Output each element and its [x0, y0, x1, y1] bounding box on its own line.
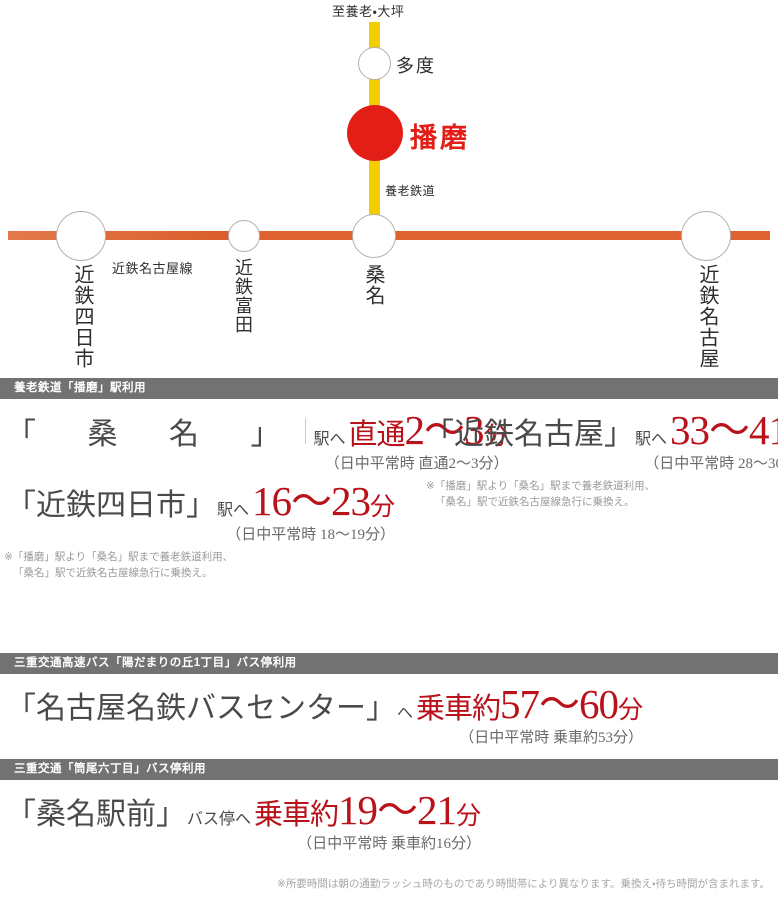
map-label-nagoya: 近鉄名古屋 — [696, 264, 718, 369]
to-label-nagoya: 駅へ — [635, 431, 668, 448]
map-label-yokkaichi: 近鉄四日市 — [71, 264, 93, 369]
station-node-yokkaichi — [56, 211, 106, 261]
map-label-yoro-railway: 養老鉄道 — [385, 184, 436, 198]
time-word-highway-bus: 乗車約 — [416, 693, 501, 725]
station-node-kuwana — [352, 214, 396, 258]
time-value-local-bus: 乗車約19〜21分 — [254, 790, 481, 831]
time-subnote-nagoya: （日中平常時 28〜30分） — [644, 456, 778, 472]
time-value-kuwana: 直通2〜3分 — [349, 410, 509, 451]
section-bar-highway-bus: 三重交通高速バス「陽だまりの丘1丁目」バス停利用 — [0, 653, 778, 674]
section-bar-local-bus: 三重交通「筒尾六丁目」バス停利用 — [0, 759, 778, 780]
destination-yokkaichi: 「近鉄四日市」 — [6, 489, 216, 522]
access-row-kuwana: 「 桑 名 」 駅へ 直通2〜3分 — [6, 410, 509, 451]
row-divider — [304, 417, 306, 444]
transfer-note-nagoya-line2: 「桑名」駅で近鉄名古屋線急行に乗換え。 — [435, 496, 635, 509]
yoro-line-segment-lower — [369, 140, 380, 244]
access-entry-local-bus: 「桑名駅前」 バス停へ 乗車約19〜21分 （日中平常時 乗車約16分） — [6, 790, 481, 853]
time-range-local-bus: 19〜21 — [338, 787, 457, 833]
access-row-yokkaichi: 「近鉄四日市」 駅へ 16〜23分 — [6, 481, 395, 522]
map-label-tomida: 近鉄富田 — [233, 258, 253, 334]
time-value-nagoya: 33〜41分 — [670, 410, 778, 451]
time-range-nagoya: 33〜41 — [670, 407, 778, 453]
destination-meitetsu-bus-center: 「名古屋名鉄バスセンター」 — [6, 692, 396, 725]
route-map-diagram: 至養老・大坪 多度 播磨 養老鉄道 近鉄名古屋線 桑名 近鉄四日市 近鉄富田 近… — [0, 0, 778, 372]
destination-kuwana-ekimae: 「桑名駅前」 — [6, 798, 186, 831]
time-range-kuwana: 2〜3 — [404, 407, 485, 453]
station-node-tado — [358, 47, 391, 80]
access-entry-highway-bus: 「名古屋名鉄バスセンター」 へ 乗車約57〜60分 （日中平常時 乗車約53分） — [6, 684, 643, 747]
map-label-kintetsu-nagoya-line: 近鉄名古屋線 — [112, 261, 194, 276]
map-label-tado: 多度 — [396, 56, 436, 76]
access-row-highway-bus: 「名古屋名鉄バスセンター」 へ 乗車約57〜60分 — [6, 684, 643, 725]
map-label-toward-yoro-otsubo: 至養老・大坪 — [332, 4, 405, 19]
map-label-kuwana: 桑名 — [362, 264, 384, 306]
access-entry-nagoya: 「近鉄名古屋」 駅へ 33〜41分 （日中平常時 28〜30分） — [424, 410, 778, 473]
to-label-yokkaichi: 駅へ — [217, 502, 250, 519]
destination-kuwana: 「 桑 名 」 — [6, 418, 303, 451]
section-bar-train: 養老鉄道「播磨」駅利用 — [0, 378, 778, 399]
page-footnote: ※所要時間は朝の通勤ラッシュ時のものであり時間帯により異なります。乗換え・待ち時… — [277, 878, 770, 890]
station-node-harima — [347, 105, 403, 161]
access-entry-kuwana: 「 桑 名 」 駅へ 直通2〜3分 （日中平常時 直通2〜3分） — [6, 410, 509, 473]
station-node-nagoya — [681, 211, 731, 261]
to-label-highway-bus: へ — [397, 705, 414, 722]
time-value-yokkaichi: 16〜23分 — [252, 481, 395, 522]
time-unit-local-bus: 分 — [456, 803, 482, 830]
transfer-note-yokkaichi-line1: ※「播磨」駅より「桑名」駅まで養老鉄道利用、 — [4, 551, 234, 563]
time-unit-kuwana: 分 — [483, 423, 509, 450]
to-label-local-bus: バス停へ — [187, 811, 252, 828]
kintetsu-nagoya-line-gradient — [8, 231, 258, 240]
access-row-nagoya: 「近鉄名古屋」 駅へ 33〜41分 — [424, 410, 778, 451]
time-word-local-bus: 乗車約 — [254, 799, 339, 831]
map-label-harima: 播磨 — [410, 123, 470, 153]
to-label-kuwana: 駅へ — [313, 431, 346, 448]
destination-nagoya: 「近鉄名古屋」 — [424, 418, 634, 451]
transfer-note-yokkaichi: ※「播磨」駅より「桑名」駅まで養老鉄道利用、 「桑名」駅で近鉄名古屋線急行に乗換… — [4, 549, 233, 582]
time-range-yokkaichi: 16〜23 — [252, 478, 371, 524]
time-subnote-kuwana: （日中平常時 直通2〜3分） — [324, 456, 509, 472]
time-unit-highway-bus: 分 — [618, 697, 644, 724]
time-unit-yokkaichi: 分 — [370, 494, 396, 521]
transfer-note-yokkaichi-line2: 「桑名」駅で近鉄名古屋線急行に乗換え。 — [13, 567, 213, 580]
time-value-highway-bus: 乗車約57〜60分 — [416, 684, 643, 725]
time-word-kuwana: 直通 — [348, 419, 406, 451]
time-subnote-yokkaichi: （日中平常時 18〜19分） — [226, 527, 396, 543]
station-node-tomida — [228, 220, 260, 252]
access-entry-yokkaichi: 「近鉄四日市」 駅へ 16〜23分 （日中平常時 18〜19分） — [6, 481, 395, 544]
access-row-local-bus: 「桑名駅前」 バス停へ 乗車約19〜21分 — [6, 790, 481, 831]
time-subnote-highway-bus: （日中平常時 乗車約53分） — [459, 730, 644, 746]
transfer-note-nagoya: ※「播磨」駅より「桑名」駅まで養老鉄道利用、 「桑名」駅で近鉄名古屋線急行に乗換… — [426, 478, 655, 511]
time-range-highway-bus: 57〜60 — [500, 681, 619, 727]
time-subnote-local-bus: （日中平常時 乗車約16分） — [297, 836, 482, 852]
transfer-note-nagoya-line1: ※「播磨」駅より「桑名」駅まで養老鉄道利用、 — [426, 480, 656, 492]
